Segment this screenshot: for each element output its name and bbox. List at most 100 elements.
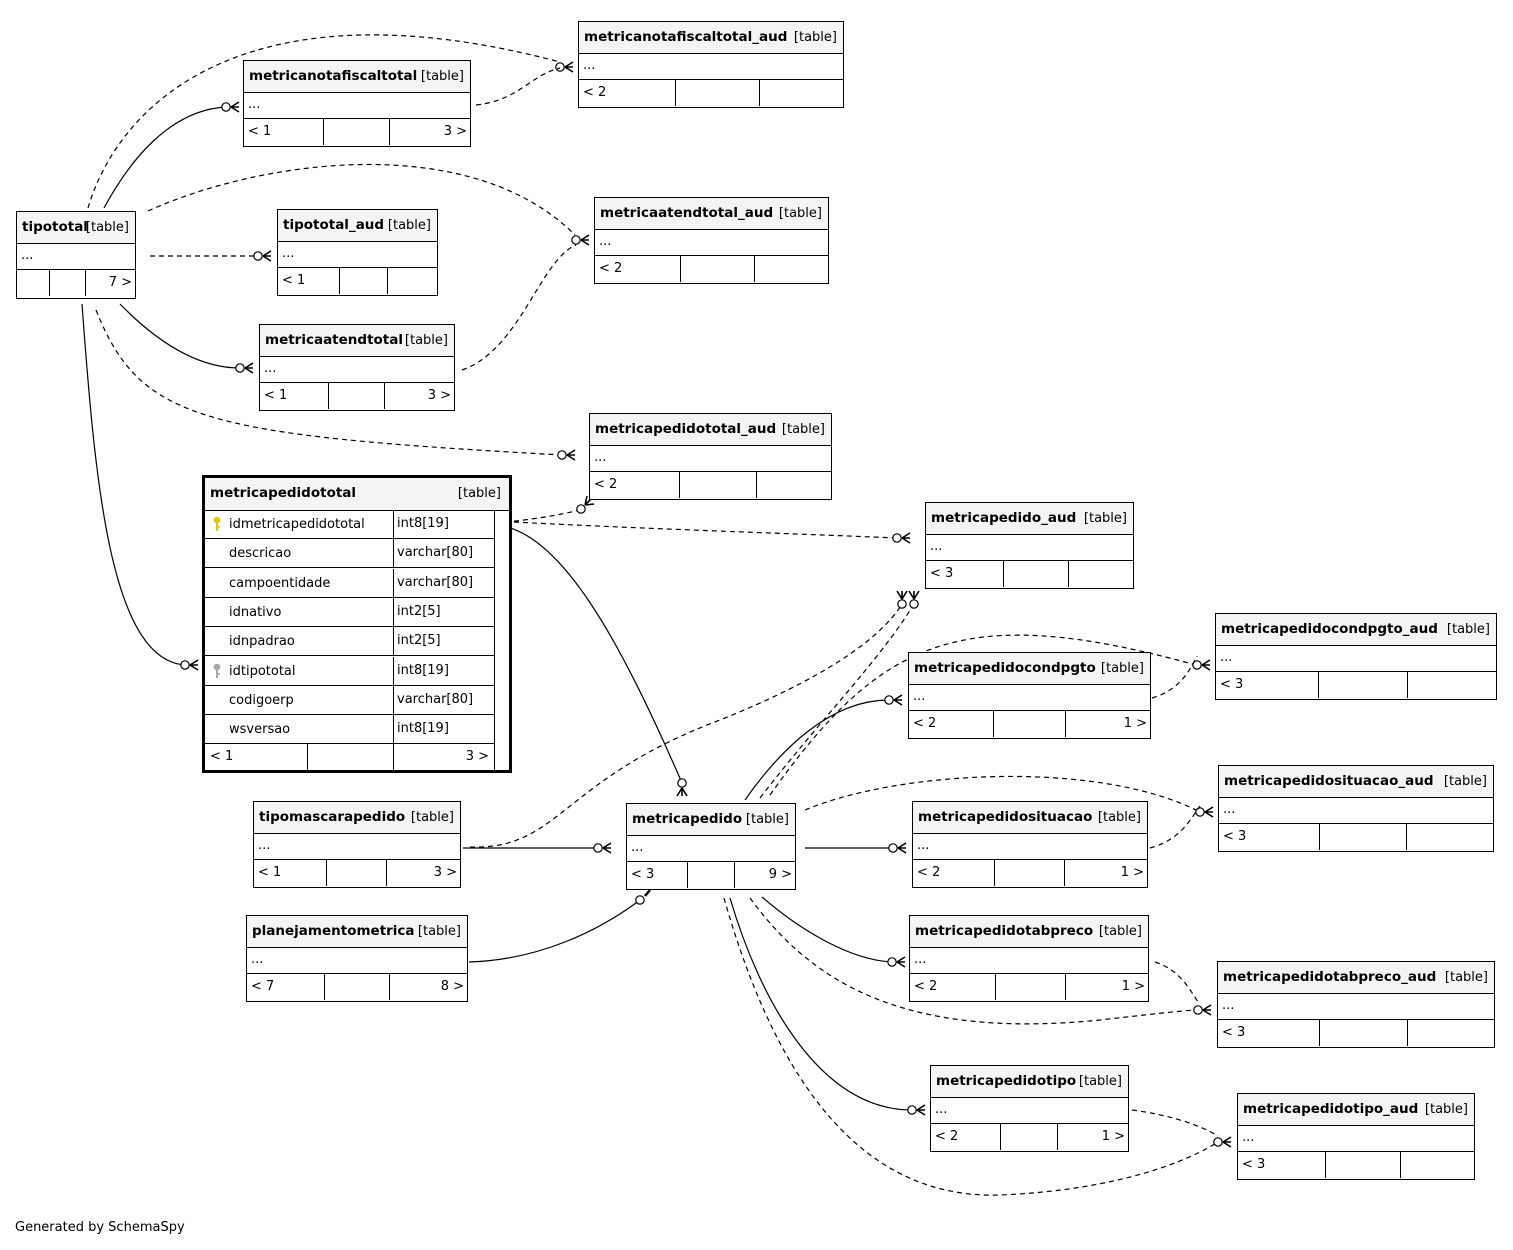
columns-collapsed[interactable]: ... bbox=[260, 357, 454, 383]
parents-count[interactable]: < 3 bbox=[1220, 677, 1244, 692]
columns-collapsed[interactable]: ... bbox=[1218, 994, 1494, 1020]
table-tag: [table] bbox=[1083, 511, 1127, 526]
children-count[interactable]: 1 > bbox=[1123, 716, 1147, 731]
children-count[interactable]: 9 > bbox=[768, 867, 792, 882]
table-metricapedidototal-aud[interactable]: metricapedidototal_aud[table]...< 2 bbox=[589, 413, 832, 500]
table-tipototal-aud[interactable]: tipototal_aud[table]... < 1 bbox=[277, 209, 438, 296]
footer-cell: 3 > bbox=[394, 744, 494, 771]
parents-count[interactable]: < 2 bbox=[594, 477, 618, 492]
many-crowfoot-marker bbox=[1201, 659, 1211, 671]
footer-cell bbox=[324, 119, 390, 145]
table-metricanotafiscaltotal-aud[interactable]: metricanotafiscaltotal_aud[table]...< 2 bbox=[578, 21, 844, 108]
footer-cell bbox=[1408, 672, 1498, 698]
table-name: tipototal bbox=[22, 219, 88, 235]
many-crowfoot-marker bbox=[189, 659, 199, 671]
footer-cell bbox=[308, 744, 394, 771]
children-count[interactable]: 1 > bbox=[1101, 1129, 1125, 1144]
columns-collapsed[interactable]: ... bbox=[913, 834, 1147, 860]
table-tag: [table] bbox=[778, 206, 822, 221]
table-header: tipototal_aud[table] bbox=[278, 210, 437, 242]
footer-cell: < 3 bbox=[926, 561, 1004, 587]
children-count[interactable]: 1 > bbox=[1121, 979, 1145, 994]
parents-count[interactable]: < 3 bbox=[1242, 1157, 1266, 1172]
columns-collapsed[interactable]: ... bbox=[627, 836, 795, 862]
column-type: int2[5] bbox=[393, 597, 491, 626]
children-count[interactable]: 7 > bbox=[108, 275, 132, 290]
parents-count[interactable]: < 1 bbox=[264, 388, 288, 403]
table-metricapedidototal[interactable]: metricapedidototal [table] idmetricapedi… bbox=[202, 475, 512, 773]
children-count[interactable]: 3 > bbox=[427, 388, 451, 403]
table-metricapedidotabpreco-aud[interactable]: metricapedidotabpreco_aud[table]...< 3 bbox=[1217, 961, 1495, 1048]
parents-count[interactable]: < 3 bbox=[1223, 829, 1247, 844]
parents-count[interactable]: < 2 bbox=[599, 261, 623, 276]
columns-collapsed[interactable]: ... bbox=[17, 244, 135, 270]
parents-count[interactable]: < 2 bbox=[913, 716, 937, 731]
table-footer: < 2 1 > bbox=[931, 1124, 1128, 1150]
parents-count[interactable]: < 7 bbox=[251, 979, 275, 994]
table-metricapedidocondpgto-aud[interactable]: metricapedidocondpgto_aud[table]...< 3 bbox=[1215, 613, 1497, 700]
table-metricapedido-aud[interactable]: metricapedido_aud[table]...< 3 bbox=[925, 502, 1134, 589]
columns-collapsed[interactable]: ... bbox=[909, 685, 1150, 711]
parents-count[interactable]: < 2 bbox=[935, 1129, 959, 1144]
parents-count[interactable]: < 2 bbox=[917, 865, 941, 880]
parents-count[interactable]: < 1 bbox=[210, 749, 234, 764]
footer-cell: 3 > bbox=[387, 860, 462, 886]
columns-collapsed[interactable]: ... bbox=[278, 242, 437, 268]
table-metricapedidotipo-aud[interactable]: metricapedidotipo_aud[table]...< 3 bbox=[1237, 1093, 1475, 1180]
children-count[interactable]: 8 > bbox=[440, 979, 464, 994]
columns-collapsed[interactable]: ... bbox=[244, 93, 470, 119]
children-count[interactable]: 3 > bbox=[465, 749, 489, 764]
columns-collapsed[interactable]: ... bbox=[931, 1098, 1128, 1124]
columns-collapsed[interactable]: ... bbox=[254, 834, 460, 860]
columns-collapsed[interactable]: ... bbox=[579, 54, 843, 80]
table-metricapedidosituacao-aud[interactable]: metricapedidosituacao_aud[table]...< 3 bbox=[1218, 765, 1494, 852]
parents-count[interactable]: < 3 bbox=[631, 867, 655, 882]
parents-count[interactable]: < 3 bbox=[930, 566, 954, 581]
relationship-line bbox=[495, 520, 898, 539]
columns-collapsed[interactable]: ... bbox=[926, 535, 1133, 561]
parents-count[interactable]: < 1 bbox=[248, 124, 272, 139]
table-tag: [table] bbox=[1424, 1102, 1468, 1117]
columns-collapsed[interactable]: ... bbox=[1216, 646, 1496, 672]
columns-collapsed[interactable]: ... bbox=[910, 948, 1148, 974]
children-count[interactable]: 3 > bbox=[443, 124, 467, 139]
columns-collapsed[interactable]: ... bbox=[595, 230, 828, 256]
relationship-line bbox=[761, 896, 893, 963]
parents-count[interactable]: < 3 bbox=[1222, 1025, 1246, 1040]
table-tipototal[interactable]: tipototal[table]...7 > bbox=[16, 211, 136, 299]
columns-collapsed[interactable]: ... bbox=[1238, 1126, 1474, 1152]
parents-count[interactable]: < 2 bbox=[583, 85, 607, 100]
parents-count[interactable]: < 2 bbox=[914, 979, 938, 994]
children-count[interactable]: 3 > bbox=[433, 865, 457, 880]
footer-cell bbox=[757, 472, 833, 498]
columns-collapsed[interactable]: ... bbox=[590, 446, 831, 472]
parents-count[interactable]: < 1 bbox=[282, 273, 306, 288]
table-footer: < 7 8 > bbox=[247, 974, 467, 1000]
children-count[interactable]: 1 > bbox=[1120, 865, 1144, 880]
generated-by-credit: Generated by SchemaSpy bbox=[15, 1220, 185, 1235]
columns-collapsed[interactable]: ... bbox=[247, 948, 467, 974]
footer-cell: 7 > bbox=[86, 270, 137, 296]
footer-cell: 1 > bbox=[1065, 860, 1149, 886]
table-metricaatendtotal-aud[interactable]: metricaatendtotal_aud[table]...< 2 bbox=[594, 197, 829, 284]
parents-count[interactable]: < 1 bbox=[258, 865, 282, 880]
columns-collapsed[interactable]: ... bbox=[1219, 798, 1493, 824]
footer-cell bbox=[1401, 1152, 1476, 1178]
